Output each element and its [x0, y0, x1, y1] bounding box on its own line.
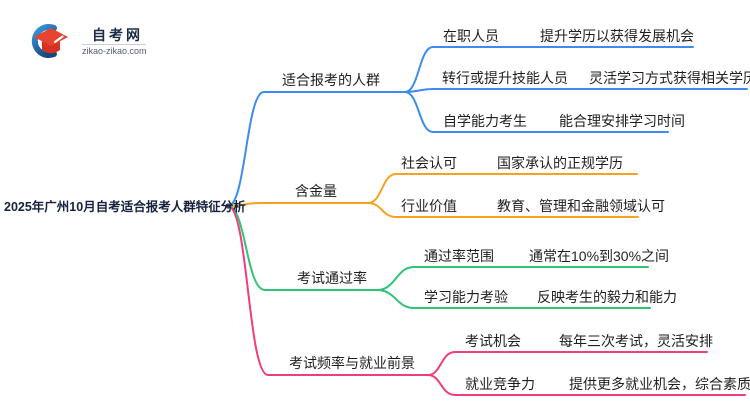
- branch4-child1-link: [427, 351, 708, 376]
- branch4-link: [227, 205, 429, 376]
- branch2-link: [227, 202, 369, 207]
- branch1-child3-keyword: 自学能力考生: [443, 113, 527, 129]
- branch1-label: 适合报考的人群: [282, 72, 380, 88]
- branch1-child3-desc: 能合理安排学习时间: [559, 113, 685, 129]
- branch4-child2-desc: 提供更多就业机会，综合素质更重要: [569, 376, 750, 392]
- branch1-child2-link: [404, 88, 748, 93]
- branch3-child2-keyword: 学习能力考验: [424, 289, 508, 305]
- branch4-child1-desc: 每年三次考试，灵活安排: [559, 333, 713, 349]
- branch1-child1-desc: 提升学历以获得发展机会: [540, 28, 694, 44]
- branch3-label: 考试通过率: [297, 270, 367, 286]
- branch1-child1-link: [404, 46, 694, 93]
- root-node: 2025年广州10月自考适合报考人群特征分析: [4, 200, 246, 214]
- graduation-cap-icon: [31, 24, 68, 58]
- branch3-child1-link: [376, 266, 649, 291]
- branch4-child2-keyword: 就业竞争力: [465, 376, 535, 392]
- branch1-child3-link: [404, 91, 669, 133]
- logo-divider: [82, 44, 146, 45]
- branch3-child2-link: [376, 289, 651, 309]
- logo-title: 自考网: [92, 27, 143, 43]
- branch4-child2-link: [427, 374, 746, 396]
- branch3-child2-desc: 反映考生的毅力和能力: [537, 289, 677, 305]
- branch2-child1-desc: 国家承认的正规学历: [497, 155, 623, 171]
- branch4-label: 考试频率与就业前景: [289, 355, 415, 371]
- branch2-child2-desc: 教育、管理和金融领域认可: [497, 198, 665, 214]
- branch1-link: [227, 91, 406, 207]
- branch1-child2-desc: 灵活学习方式获得相关学历: [589, 70, 750, 86]
- root-anchor-dot: [225, 203, 231, 209]
- branch2-child2-link: [367, 202, 639, 218]
- branch1-child2-keyword: 转行或提升技能人员: [442, 70, 568, 86]
- branch2-label: 含金量: [295, 183, 337, 199]
- branch4-child1-keyword: 考试机会: [465, 333, 521, 349]
- branch2-child2-keyword: 行业价值: [401, 198, 457, 214]
- logo-subtitle: zikao-zikao.com: [82, 46, 147, 56]
- branch2-child1-keyword: 社会认可: [401, 155, 457, 171]
- branch3-child1-keyword: 通过率范围: [424, 248, 494, 264]
- branch2-child1-link: [367, 173, 638, 204]
- site-logo: 自考网 zikao-zikao.com: [28, 18, 178, 66]
- branch3-child1-desc: 通常在10%到30%之间: [529, 248, 670, 264]
- branch1-child1-keyword: 在职人员: [443, 28, 499, 44]
